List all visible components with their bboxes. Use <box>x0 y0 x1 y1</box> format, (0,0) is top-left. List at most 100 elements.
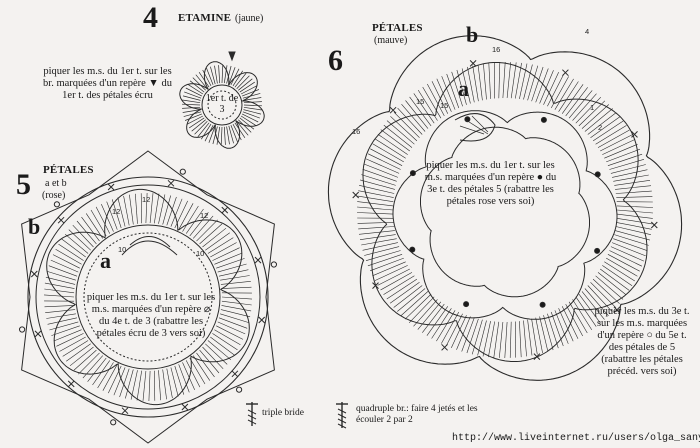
rose-row-number: 10 <box>196 249 204 258</box>
petal-stitch-stroke <box>217 263 247 273</box>
petal-stitch-stroke <box>483 63 487 100</box>
petal-stitch-stroke <box>69 346 94 367</box>
stitch-x-icon <box>352 191 360 199</box>
petal-stitch-stroke <box>53 329 82 342</box>
etamine-stitch-stroke <box>198 72 210 88</box>
petal-stitch-stroke <box>400 291 429 316</box>
petal-stitch-stroke <box>527 319 533 356</box>
legend-quadruple-bride: quadruple br.: faire 4 jetés et les écou… <box>356 404 478 425</box>
petal-stitch-stroke <box>531 66 544 102</box>
petal-stitch-stroke <box>523 320 527 357</box>
petal-stitch-stroke <box>523 64 533 100</box>
petal-stitch-stroke <box>357 201 394 207</box>
petal-stitch-stroke <box>565 87 588 117</box>
etamine-stitch-stroke <box>185 87 203 97</box>
petal-stitch-stroke <box>482 321 491 357</box>
marker-ring-icon <box>19 326 26 333</box>
mauve-row-number: 4 <box>585 27 589 36</box>
petal-stitch-stroke <box>44 282 75 289</box>
petal-stitch-stroke <box>358 226 395 230</box>
diagram-6-color: (mauve) <box>374 35 408 46</box>
petal-stitch-stroke <box>199 349 220 374</box>
petal-stitch-stroke <box>365 250 401 261</box>
petal-stitch-stroke <box>547 313 559 349</box>
petal-stitch-stroke <box>431 81 449 114</box>
petal-stitch-stroke <box>610 246 645 262</box>
etamine-stitch-stroke <box>182 106 201 109</box>
etamine-stitch-stroke <box>204 124 214 142</box>
petal-stitch-stroke <box>130 370 138 400</box>
stitch-x-icon <box>30 270 38 278</box>
petal-stitch-stroke <box>356 212 394 215</box>
mauve-row-number: 2 <box>598 123 602 132</box>
petal-stitch-stroke <box>446 73 460 109</box>
petal-stitch-stroke <box>456 69 467 105</box>
petal-stitch-stroke <box>393 111 420 138</box>
diagram-6-title: PÉTALES <box>372 22 423 34</box>
petal-stitch-stroke <box>216 325 244 340</box>
diagram-5-letter-b: b <box>28 214 41 239</box>
petal-stitch-stroke <box>554 78 574 110</box>
etamine-stitch-stroke <box>184 113 203 121</box>
etamine-stitch-stroke <box>228 125 234 144</box>
petal-stitch-stroke <box>166 368 173 399</box>
petal-stitch-stroke <box>358 190 394 198</box>
marker-dot-icon <box>463 301 470 308</box>
petal-stitch-stroke <box>616 205 654 208</box>
etamine-stitch-stroke <box>240 115 257 126</box>
petal-stitch-stroke <box>578 293 601 324</box>
etamine-stitch-stroke <box>236 121 249 136</box>
etamine-stitch-stroke <box>234 72 247 88</box>
petal-stitch-stroke <box>372 143 404 163</box>
etamine-stitch-stroke <box>236 75 250 89</box>
etamine-stitch-stroke <box>238 119 252 133</box>
petal-stitch-stroke <box>615 230 650 241</box>
petal-stitch-stroke <box>600 134 633 152</box>
petal-stitch-stroke <box>600 268 630 291</box>
petal-stitch-stroke <box>547 74 564 107</box>
petal-stitch-stroke <box>568 90 593 119</box>
etamine-stitch-stroke <box>239 81 255 93</box>
etamine-stitch-stroke <box>216 126 221 145</box>
petal-stitch-stroke <box>543 71 559 105</box>
marker-triangle-icon <box>228 51 236 62</box>
petal-stitch-stroke <box>461 317 475 352</box>
petal-stitch-stroke <box>359 234 396 240</box>
etamine-stitch-stroke <box>194 121 208 135</box>
petal-stitch-stroke <box>408 296 435 324</box>
petal-stitch-stroke <box>135 193 138 224</box>
petal-stitch-stroke <box>44 305 75 308</box>
stitch-x-icon <box>389 106 397 114</box>
petal-stitch-stroke <box>461 68 471 104</box>
petal-stitch-stroke <box>214 252 243 265</box>
petal-stitch-stroke <box>616 213 653 219</box>
petal-stitch-stroke <box>427 83 445 117</box>
diagram-6-number: 6 <box>328 44 343 77</box>
petal-stitch-stroke <box>221 286 252 289</box>
petal-stitch-stroke <box>92 360 111 386</box>
petal-stitch-stroke <box>616 218 653 225</box>
petal-stitch-stroke <box>413 299 438 327</box>
petal-stitch-stroke <box>602 265 633 287</box>
diagram-6-letter-b: b <box>466 22 479 47</box>
etamine-stitch-stroke <box>191 119 206 132</box>
petal-stitch-stroke <box>369 257 404 272</box>
etamine-stitch-stroke <box>189 80 205 93</box>
stitch-x-icon <box>167 179 175 187</box>
petal-stitch-stroke <box>456 316 471 350</box>
petal-stitch-stroke <box>467 66 475 103</box>
diagram-4-color: (jaune) <box>235 13 264 24</box>
diagram-5-color: (rose) <box>42 190 66 201</box>
diagram-4-title: ETAMINE <box>178 12 232 24</box>
petal-stitch-stroke <box>597 272 627 296</box>
petal-stitch-stroke <box>477 320 487 356</box>
etamine-stitch-stroke <box>223 65 228 84</box>
petal-stitch-stroke <box>45 276 76 285</box>
etamine-stitch-stroke <box>182 109 201 113</box>
petal-stitch-stroke <box>409 96 432 127</box>
petal-stitch-stroke <box>166 196 177 226</box>
diagram-5-instruction: piquer les m.s. du 1er t. sur les m.s. m… <box>86 292 216 339</box>
etamine-stitch-stroke <box>223 126 226 145</box>
stitch-x-icon <box>631 131 638 138</box>
petal-stitch-stroke <box>597 129 630 148</box>
